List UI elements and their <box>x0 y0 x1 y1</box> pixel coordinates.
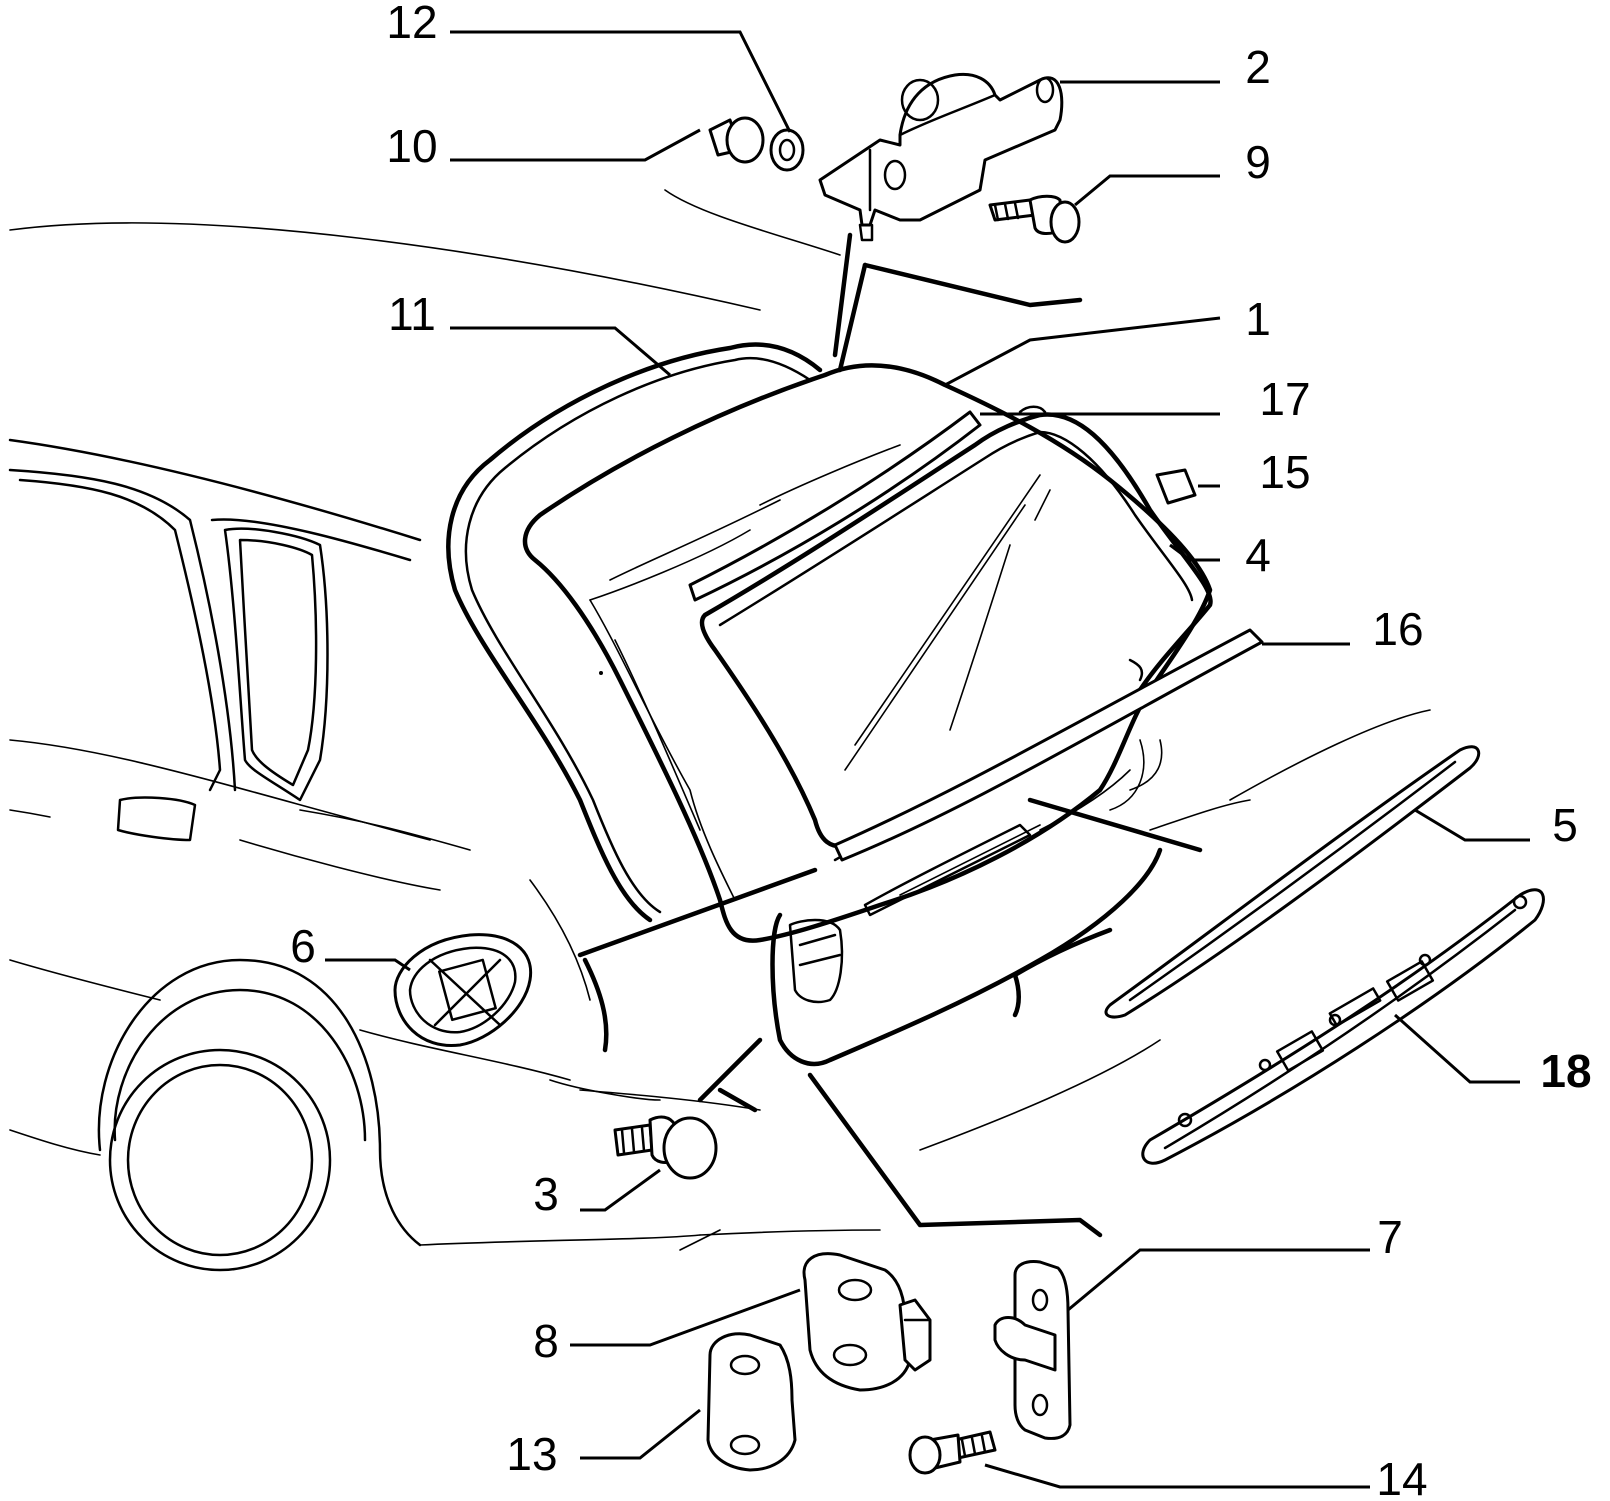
upper-glass-strip-part <box>688 410 982 602</box>
leader-10 <box>450 128 701 162</box>
tailgate-seal-part <box>446 342 823 923</box>
label-1: 1 <box>1245 293 1271 345</box>
label-18: 18 <box>1540 1045 1591 1097</box>
washer-part <box>769 128 805 172</box>
label-5: 5 <box>1552 799 1578 851</box>
part-number-labels: 1 2 3 4 5 6 7 8 9 10 11 12 13 14 15 16 1… <box>290 0 1591 1501</box>
buffer-part <box>613 1115 718 1180</box>
label-12: 12 <box>386 0 437 48</box>
rear-glass-part <box>699 405 1213 849</box>
label-13: 13 <box>506 1428 557 1480</box>
striker-bolt-part <box>908 1430 997 1475</box>
lower-glass-strip-part <box>833 628 1264 862</box>
label-7: 7 <box>1377 1211 1403 1263</box>
leader-9 <box>1074 174 1220 207</box>
leader-18 <box>1394 1013 1520 1084</box>
car-body-outline <box>8 189 1431 1272</box>
leader-4 <box>1169 543 1220 562</box>
label-4: 4 <box>1245 529 1271 581</box>
label-2: 2 <box>1245 41 1271 93</box>
label-6: 6 <box>290 920 316 972</box>
leader-12 <box>450 30 792 133</box>
label-3: 3 <box>533 1168 559 1220</box>
fuel-flap-part <box>393 933 533 1048</box>
label-15: 15 <box>1259 446 1310 498</box>
leader-11 <box>450 326 671 377</box>
spoiler-strip-part <box>1104 745 1481 1019</box>
leader-1 <box>944 316 1221 387</box>
licence-light-strip-part <box>1141 888 1545 1165</box>
label-8: 8 <box>533 1315 559 1367</box>
label-14: 14 <box>1376 1453 1427 1501</box>
striker-plate-part <box>802 1252 932 1392</box>
label-17: 17 <box>1259 373 1310 425</box>
grommet-part <box>708 116 765 164</box>
lock-striker-part <box>993 1260 1072 1440</box>
leader-3 <box>580 1168 661 1212</box>
label-16: 16 <box>1372 603 1423 655</box>
clip-part <box>1155 468 1197 505</box>
leader-5 <box>1414 808 1530 842</box>
leader-8 <box>570 1288 801 1347</box>
label-9: 9 <box>1245 136 1271 188</box>
leader-14 <box>984 1463 1370 1489</box>
leader-lines <box>325 30 1530 1489</box>
label-10: 10 <box>386 120 437 172</box>
hinge-part <box>818 72 1064 242</box>
leader-7 <box>1067 1248 1370 1312</box>
shim-plate-part <box>706 1332 797 1472</box>
label-11: 11 <box>388 288 436 340</box>
leader-6 <box>325 958 411 972</box>
hinge-bolt-part <box>988 194 1081 244</box>
leader-13 <box>580 1408 701 1460</box>
